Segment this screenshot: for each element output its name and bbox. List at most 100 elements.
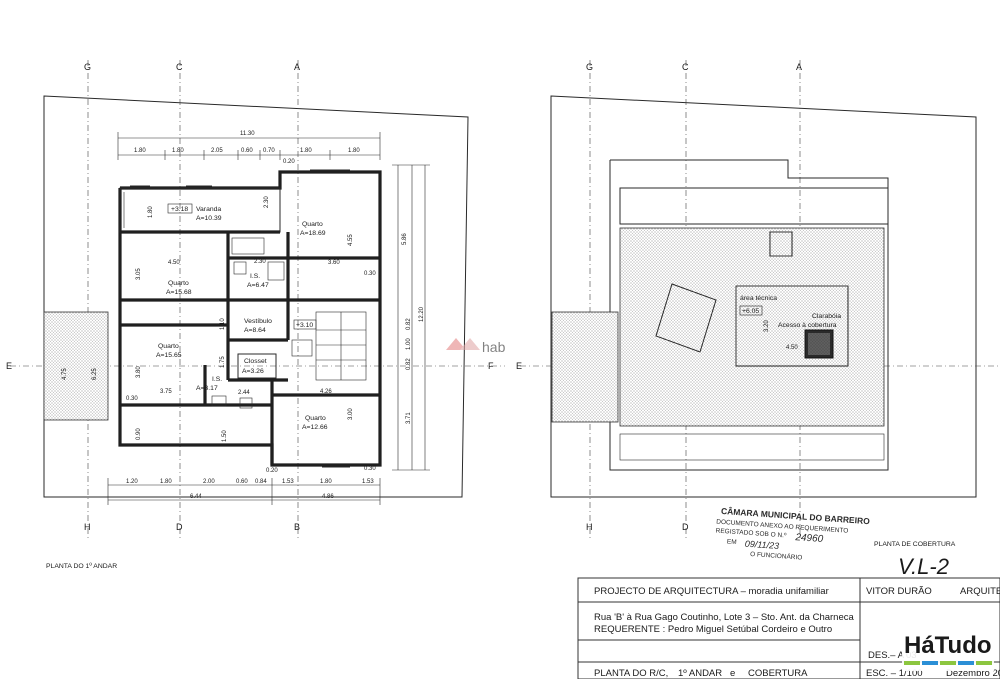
project-requester: REQUERENTE : Pedro Miguel Setúbal Cordei… <box>594 624 832 635</box>
grid-label-g-top-roof: G <box>586 62 593 72</box>
first-floor-title: PLANTA DO 1º ANDAR <box>46 563 117 570</box>
chimney-outline <box>655 283 717 353</box>
room-area-is-1: A=6.47 <box>247 282 269 289</box>
room-level-varanda: +3.18 <box>171 206 188 213</box>
stair-level: +3.10 <box>296 322 313 329</box>
dim-inner-1: 4.50 <box>168 260 180 266</box>
author-role: ARQUITEC <box>960 586 1000 597</box>
roof-dim-a: 3.20 <box>764 320 770 332</box>
dim-inner-2: 3.60 <box>328 260 340 266</box>
drawing-date: Dezembro 20 <box>946 668 1000 679</box>
dim-bottom-1: 1.20 <box>126 479 138 485</box>
project-address: Rua 'B' à Rua Gago Coutinho, Lote 3 – St… <box>594 612 854 623</box>
room-area-quarto-3: A=15.65 <box>156 352 182 359</box>
dim-inner-3: 3.05 <box>136 268 142 280</box>
dim-top-4: 0.60 <box>241 148 253 154</box>
stamp-date: 09/11/23 <box>744 539 779 551</box>
room-name-is-1: I.S. <box>250 273 260 280</box>
dim-bottom-4: 0.60 <box>236 479 248 485</box>
skylight-label-2: Acesso à cobertura <box>778 322 837 329</box>
room-name-quarto-4: Quarto <box>305 415 326 422</box>
dim-inner-14: 1.10 <box>220 318 226 330</box>
logo-bar-3 <box>940 661 956 665</box>
room-area-quarto-1: A=18.69 <box>300 230 326 237</box>
grid-label-a-top-roof: A <box>796 62 802 72</box>
grid-label-b-bottom: B <box>294 522 300 532</box>
dim-overall-top: 11.30 <box>240 131 255 137</box>
room-name-closset: Closset <box>244 358 267 365</box>
dim-bottom-7: 1.80 <box>320 479 332 485</box>
lot-boundary-roof <box>550 95 977 498</box>
dim-right-2: 12.20 <box>419 306 425 322</box>
dim-right-4: 1.00 <box>406 338 412 350</box>
room-area-is-2: A=3.17 <box>196 385 218 392</box>
municipal-stamp: CÂMARA MUNICIPAL DO BARREIRO DOCUMENTO A… <box>715 505 870 562</box>
room-area-quarto-2: A=15.68 <box>166 289 192 296</box>
drawing-title-d: COBERTURA <box>748 668 808 679</box>
dim-right-6: 3.71 <box>406 412 412 424</box>
dim-top-7: 1.80 <box>348 148 360 154</box>
hatudo-logo-icon: HáTudo <box>904 632 992 665</box>
dim-inner-21: 4.75 <box>62 368 68 380</box>
dim-inner-22: 6.25 <box>92 368 98 380</box>
roof-dim-b: 4.50 <box>786 345 798 351</box>
stamp-number: 24960 <box>794 532 824 545</box>
drawing-number: DES.– A 03 <box>868 650 917 661</box>
drawing-scale: ESC. – 1/100 <box>866 668 923 679</box>
watermark: hab <box>446 338 506 355</box>
dim-inner-8: 0.30 <box>126 396 138 402</box>
stamp-line-5: O FUNCIONÁRIO <box>750 549 803 562</box>
stamp-line-4: EM <box>727 538 737 546</box>
dim-inner-4: 0.30 <box>364 271 376 277</box>
grid-label-g-top: G <box>84 62 91 72</box>
roof-level: +6.05 <box>742 308 759 315</box>
grid-label-h-bottom: H <box>84 522 91 532</box>
grid-label-e-left-roof: E <box>516 361 522 371</box>
dim-right-5: 0.82 <box>406 358 412 370</box>
dim-right-3: 0.82 <box>406 318 412 330</box>
dim-inner-18: 0.90 <box>136 428 142 440</box>
dim-inner-7: 0.20 <box>283 159 295 165</box>
roof-plan: área técnica +6.05 Clarabóia Acesso à co… <box>516 60 1000 548</box>
room-name-quarto-1: Quarto <box>302 221 323 228</box>
terrace-right <box>551 311 619 423</box>
dim-inner-13: 3.00 <box>348 408 354 420</box>
dim-inner-6: 2.30 <box>254 259 266 265</box>
roof-plan-title: PLANTA DE COBERTURA <box>874 541 956 548</box>
dim-bottom-8: 1.53 <box>362 479 374 485</box>
dim-bottom-right: 4.86 <box>322 494 334 500</box>
dim-bottom-2: 1.80 <box>160 479 172 485</box>
drawing-title-c: e <box>730 668 735 679</box>
dim-right-1: 5.86 <box>402 233 408 245</box>
dim-inner-17: 2.44 <box>238 390 250 396</box>
watermark-text: hab <box>482 339 506 355</box>
dim-inner-5: 4.55 <box>348 234 354 246</box>
grid-label-f-right: F <box>488 361 494 371</box>
roof-slab <box>619 227 885 427</box>
terrace-left <box>43 311 109 421</box>
stamp-line-3: REGISTADO SOB O N.º <box>715 528 787 540</box>
room-area-closset: A=3.26 <box>242 368 264 375</box>
exterior-walls <box>118 170 382 467</box>
dim-inner-9: 2.30 <box>264 196 270 208</box>
skylight-label-1: Clarabóia <box>812 313 841 320</box>
grid-label-a-top: A <box>294 62 300 72</box>
grid-label-d-bottom-roof: D <box>682 522 689 532</box>
dim-inner-10: 4.26 <box>320 389 332 395</box>
room-name-quarto-3: Quarto <box>158 343 179 350</box>
room-area-quarto-4: A=12.66 <box>302 424 328 431</box>
dim-bottom-left: 6.44 <box>190 494 202 500</box>
grid-label-h-bottom-roof: H <box>586 522 593 532</box>
dim-inner-20: 0.30 <box>364 466 376 472</box>
hatudo-logo: HáTudo <box>902 625 994 671</box>
project-label: PROJECTO DE ARQUITECTURA – moradia unifa… <box>594 586 829 597</box>
room-name-quarto-2: Quarto <box>168 280 189 287</box>
dim-inner-12: 3.80 <box>136 366 142 378</box>
room-area-vestibulo: A=8.64 <box>244 327 266 334</box>
dim-top-6: 1.80 <box>300 148 312 154</box>
dim-top-1: 1.80 <box>134 148 146 154</box>
dim-inner-15: 1.50 <box>222 430 228 442</box>
room-name-is-2: I.S. <box>212 376 222 383</box>
grid-label-c-top: C <box>176 62 183 72</box>
